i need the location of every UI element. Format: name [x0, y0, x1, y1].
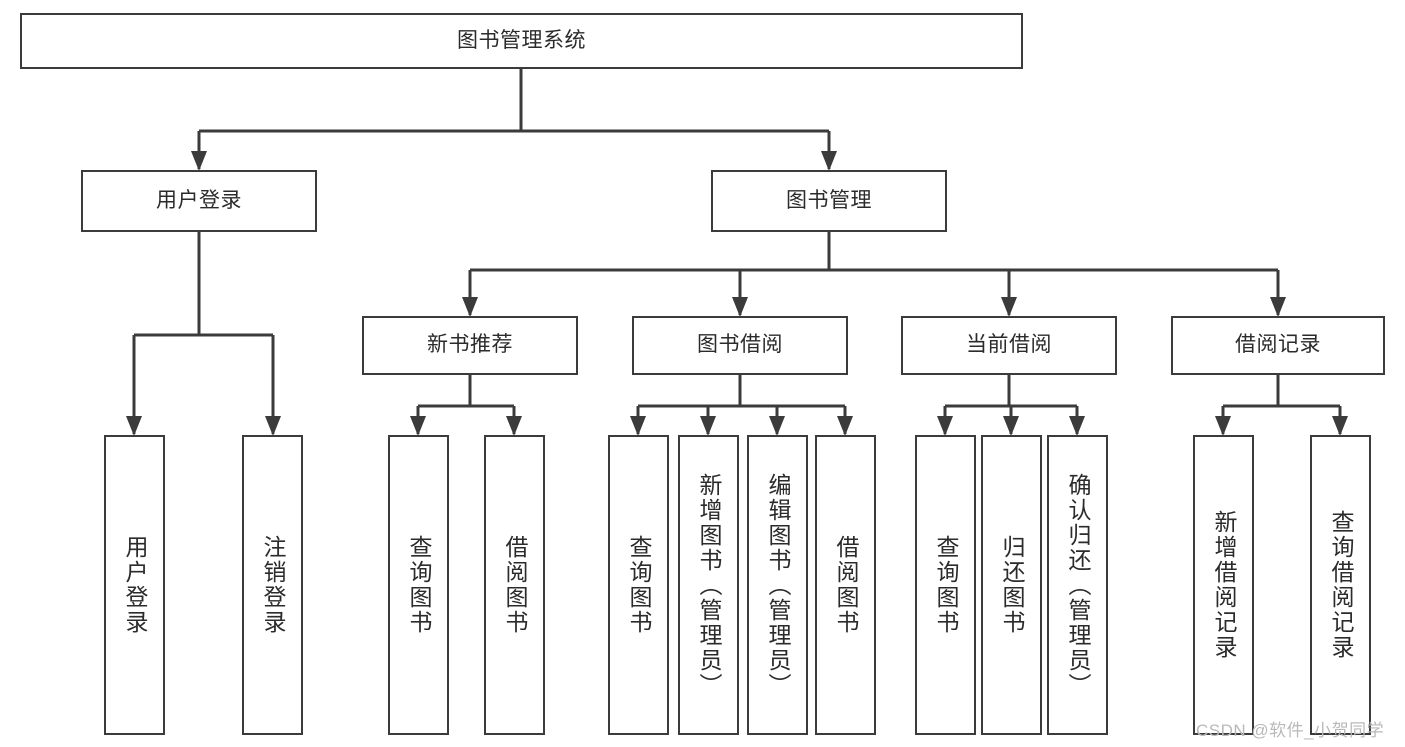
node-leaf-user-login: 用户登录	[104, 435, 165, 735]
node-label: 图书借阅	[697, 333, 783, 357]
node-leaf-return-book: 归还图书	[981, 435, 1042, 735]
node-leaf-confirm-return-admin: 确认归还（管理员）	[1047, 435, 1108, 735]
node-label: 借阅图书	[833, 535, 859, 635]
node-label: 归还图书	[999, 535, 1025, 635]
node-leaf-add-borrow-record: 新增借阅记录	[1193, 435, 1254, 735]
node-book-manage: 图书管理	[711, 170, 947, 232]
node-leaf-edit-book-admin: 编辑图书（管理员）	[747, 435, 808, 735]
node-label: 借阅图书	[502, 535, 528, 635]
node-new-book-recommend: 新书推荐	[362, 316, 578, 375]
node-label: 新增图书（管理员）	[696, 472, 722, 698]
node-label: 用户登录	[122, 535, 148, 635]
node-label: 查询图书	[626, 535, 652, 635]
node-book-borrow: 图书借阅	[632, 316, 848, 375]
node-label: 编辑图书（管理员）	[765, 472, 791, 698]
node-user-login: 用户登录	[81, 170, 317, 232]
node-leaf-add-book-admin: 新增图书（管理员）	[678, 435, 739, 735]
node-label: 图书管理	[786, 188, 872, 212]
node-label: 用户登录	[156, 188, 242, 212]
node-borrow-record: 借阅记录	[1171, 316, 1385, 375]
node-leaf-user-logout: 注销登录	[242, 435, 303, 735]
node-leaf-query-book-borrow: 查询图书	[608, 435, 669, 735]
node-leaf-query-book-recommend: 查询图书	[388, 435, 449, 735]
node-label: 查询图书	[933, 535, 959, 635]
node-title: 图书管理系统	[20, 13, 1023, 69]
node-label: 确认归还（管理员）	[1065, 472, 1091, 698]
node-leaf-borrow-book: 借阅图书	[815, 435, 876, 735]
watermark-label: CSDN @软件_小贺同学	[1196, 721, 1385, 740]
node-current-borrow: 当前借阅	[901, 316, 1117, 375]
node-label: 查询借阅记录	[1328, 510, 1354, 660]
node-leaf-borrow-book-recommend: 借阅图书	[484, 435, 545, 735]
node-label: 新书推荐	[427, 333, 513, 357]
node-label: 新增借阅记录	[1211, 510, 1237, 660]
node-leaf-query-book-current: 查询图书	[915, 435, 976, 735]
node-label: 注销登录	[260, 535, 286, 635]
node-label: 当前借阅	[966, 333, 1052, 357]
node-label: 查询图书	[406, 535, 432, 635]
node-label: 借阅记录	[1235, 333, 1321, 357]
node-label: 图书管理系统	[457, 28, 586, 52]
node-leaf-query-borrow-record: 查询借阅记录	[1310, 435, 1371, 735]
